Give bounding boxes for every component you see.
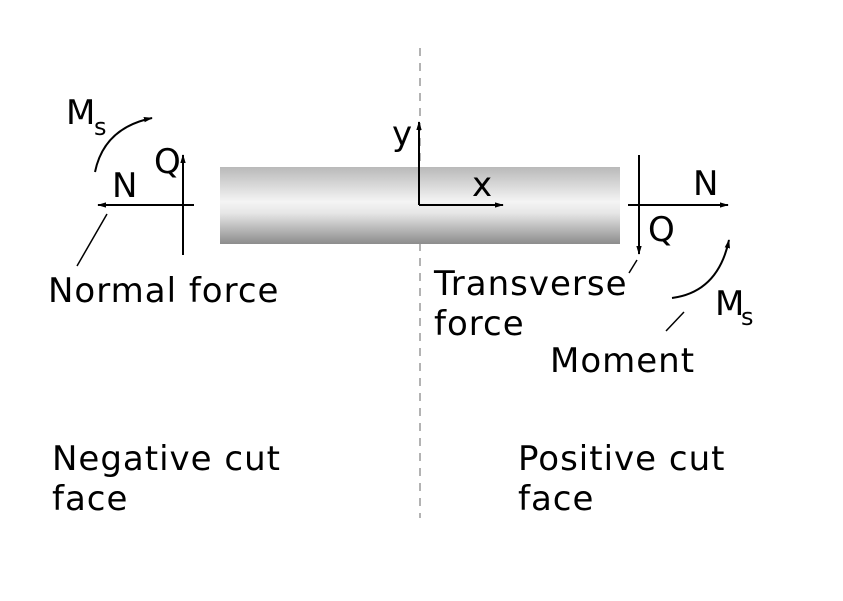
positive-moment-symbol: M: [715, 284, 744, 324]
positive-face-forces: N Q Transverse force M s Moment: [433, 155, 754, 381]
y-axis-label: y: [392, 114, 412, 154]
positive-moment-subscript: s: [741, 303, 754, 331]
negative-face-forces: M s N Q Normal force: [48, 93, 279, 311]
positive-normal-symbol: N: [693, 164, 718, 204]
transverse-force-leader: [628, 259, 638, 274]
coordinate-axes: y x: [392, 114, 504, 208]
moment-label: Moment: [550, 341, 695, 381]
negative-moment-arrow: [94, 117, 153, 173]
negative-transverse-symbol: Q: [154, 142, 181, 182]
positive-face-label-line1: Positive cut: [518, 439, 725, 479]
transverse-force-label-line2: force: [434, 304, 525, 344]
negative-normal-symbol: N: [112, 166, 137, 206]
negative-moment-subscript: s: [94, 113, 107, 141]
positive-moment-arrow: [671, 239, 730, 299]
negative-moment-symbol: M: [66, 93, 95, 133]
normal-force-label: Normal force: [48, 271, 279, 311]
positive-transverse-symbol: Q: [648, 210, 675, 250]
x-axis-label: x: [472, 165, 492, 205]
moment-leader: [665, 311, 685, 332]
negative-face-label-line1: Negative cut: [52, 439, 281, 479]
transverse-force-label-line1: Transverse: [433, 264, 628, 304]
negative-face-label-line2: face: [52, 479, 128, 519]
positive-face-label-line2: face: [518, 479, 594, 519]
normal-force-leader: [76, 213, 108, 267]
